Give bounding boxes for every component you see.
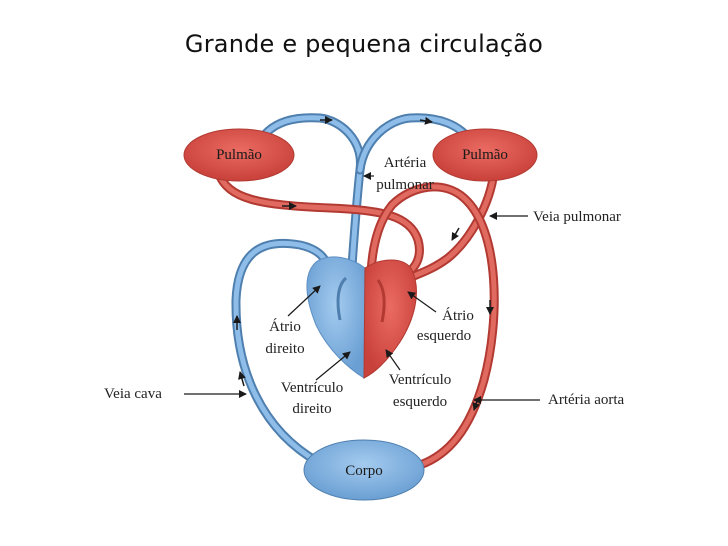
label-arteria-aorta: Artéria aorta [548,392,625,408]
heart-right-side [306,256,366,379]
label-ventriculo-esquerdo-2: esquerdo [393,394,447,410]
label-veia-pulmonar: Veia pulmonar [533,209,621,225]
label-arteria-pulmonar-2: pulmonar [376,177,434,193]
lung-right-label: Pulmão [462,147,508,163]
label-arteria-pulmonar-1: Artéria [384,155,427,171]
pointer-ventriculo-esquerdo [385,349,401,371]
pointer-atrio-direito [287,285,321,317]
page-title: Grande e pequena circulação [184,30,544,58]
pointer-atrio-esquerdo [407,291,437,313]
label-veia-cava: Veia cava [104,386,162,402]
lung-right [432,128,538,182]
label-atrio-direito-2: direito [265,341,304,357]
label-ventriculo-direito-1: Ventrículo [281,380,343,396]
lung-left-label: Pulmão [216,147,262,163]
body-label: Corpo [345,463,383,479]
label-atrio-direito-1: Átrio [269,318,301,335]
lung-left [183,128,295,182]
label-atrio-esquerdo-1: Átrio [442,307,474,324]
label-ventriculo-esquerdo-1: Ventrículo [389,372,451,388]
label-ventriculo-direito-2: direito [292,401,331,417]
body-organ [303,439,425,501]
pointer-ventriculo-direito [315,351,351,381]
label-pointers [184,172,540,404]
heart-left-side [363,259,417,379]
label-atrio-esquerdo-2: esquerdo [417,328,471,344]
